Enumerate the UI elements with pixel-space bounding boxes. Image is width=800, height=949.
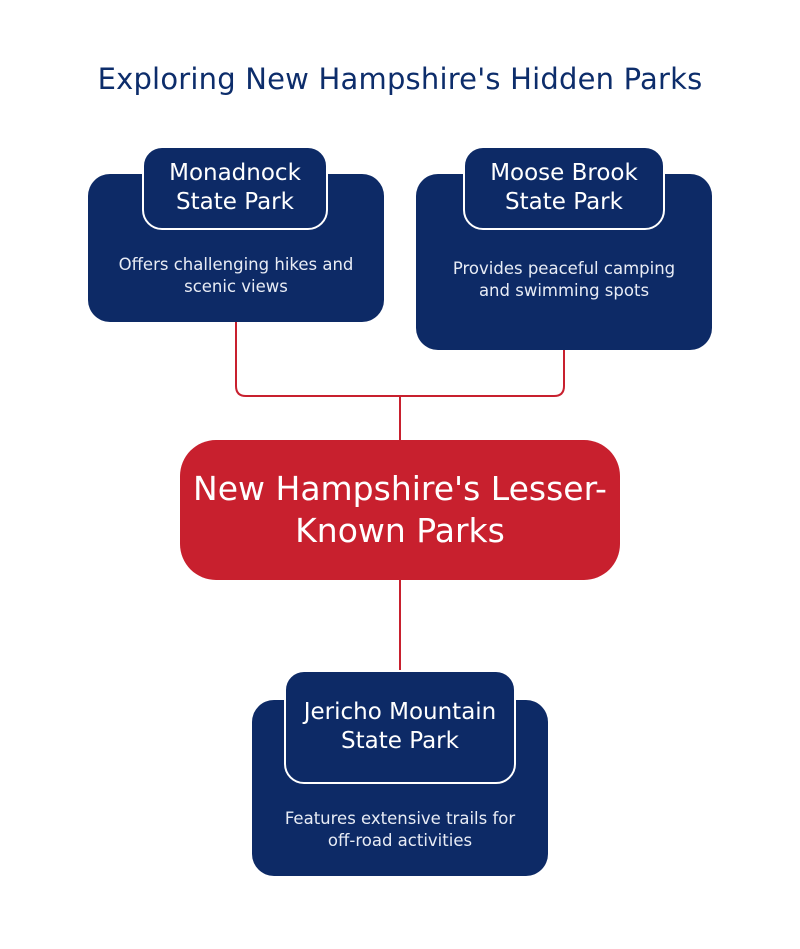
park-description: Offers challenging hikes and scenic view… [118,255,354,296]
park-description: Provides peaceful camping and swimming s… [452,259,676,300]
park-name-moose-brook: Moose Brook State Park [463,146,665,230]
diagram-title: Exploring New Hampshire's Hidden Parks [97,62,703,96]
park-card-monadnock: Offers challenging hikes and scenic view… [88,174,384,322]
park-name-jericho: Jericho Mountain State Park [284,670,516,784]
park-description: Features extensive trails for off-road a… [284,809,516,850]
central-topic-node: New Hampshire's Lesser-Known Parks [180,440,620,580]
park-name-monadnock: Monadnock State Park [142,146,328,230]
